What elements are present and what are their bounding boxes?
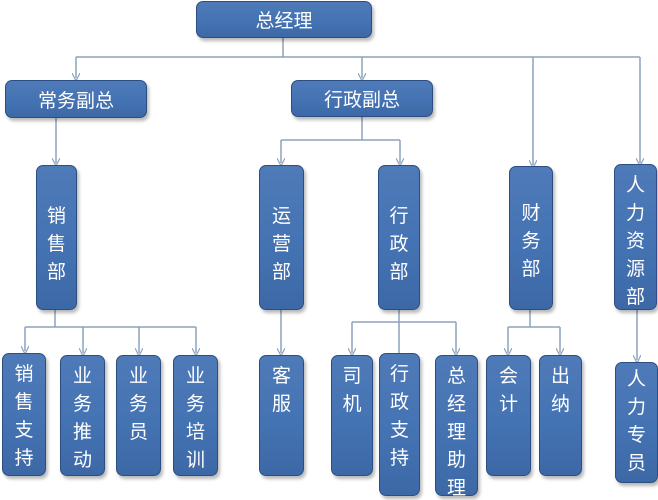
node-admin-dept: 行政部 [378,165,420,310]
node-sales-promotion: 业务推动 [60,355,105,476]
node-gm-assistant-label: 总经理助理 [446,365,466,499]
node-driver: 司机 [331,355,373,476]
node-sales-support: 销售支持 [2,353,46,476]
node-driver-label: 司机 [342,365,362,415]
node-vp-admin: 行政副总 [291,80,433,117]
node-salesperson: 业务员 [116,355,161,476]
node-hr-dept: 人力资源部 [614,164,657,310]
node-admin-support-label: 行政支持 [389,363,409,469]
node-sales-support-label: 销售支持 [14,363,34,469]
connector-sales-to-teams [24,310,197,353]
node-finance-dept: 财务部 [509,166,553,310]
node-hr-dept-label: 人力资源部 [625,174,645,308]
node-general-manager-label: 总经理 [255,10,313,32]
connector-gm-to-level1 [75,37,641,165]
node-hr-specialist: 人力专员 [615,362,658,483]
node-operations-dept-label: 运营部 [271,205,291,283]
node-hr-specialist-label: 人力专员 [626,368,646,474]
node-admin-dept-label: 行政部 [389,205,409,283]
node-admin-support: 行政支持 [379,353,420,496]
node-vp-admin-label: 行政副总 [323,89,400,111]
node-salesperson-label: 业务员 [128,365,148,443]
node-cashier-label: 出纳 [550,365,570,415]
node-sales-dept: 销售部 [36,165,77,310]
node-vp-business-label: 常务副总 [37,89,114,112]
node-sales-promotion-label: 业务推动 [72,365,92,471]
node-accountant: 会计 [486,355,531,476]
node-accountant-label: 会计 [498,365,518,415]
node-sales-dept-label: 销售部 [46,205,66,283]
node-finance-dept-label: 财务部 [521,202,541,280]
node-sales-training: 业务培训 [173,355,218,476]
node-operations-dept: 运营部 [259,165,304,310]
node-general-manager: 总经理 [196,1,372,38]
connector-vp-admin-to-depts [280,117,401,163]
node-customer-service-label: 客服 [271,365,291,415]
node-gm-assistant: 总经理助理 [435,355,478,499]
node-customer-service: 客服 [259,355,304,476]
connector-finance-to-staff [507,310,561,353]
node-vp-business: 常务副总 [5,80,147,118]
node-sales-training-label: 业务培训 [185,365,205,471]
node-cashier: 出纳 [539,355,582,476]
